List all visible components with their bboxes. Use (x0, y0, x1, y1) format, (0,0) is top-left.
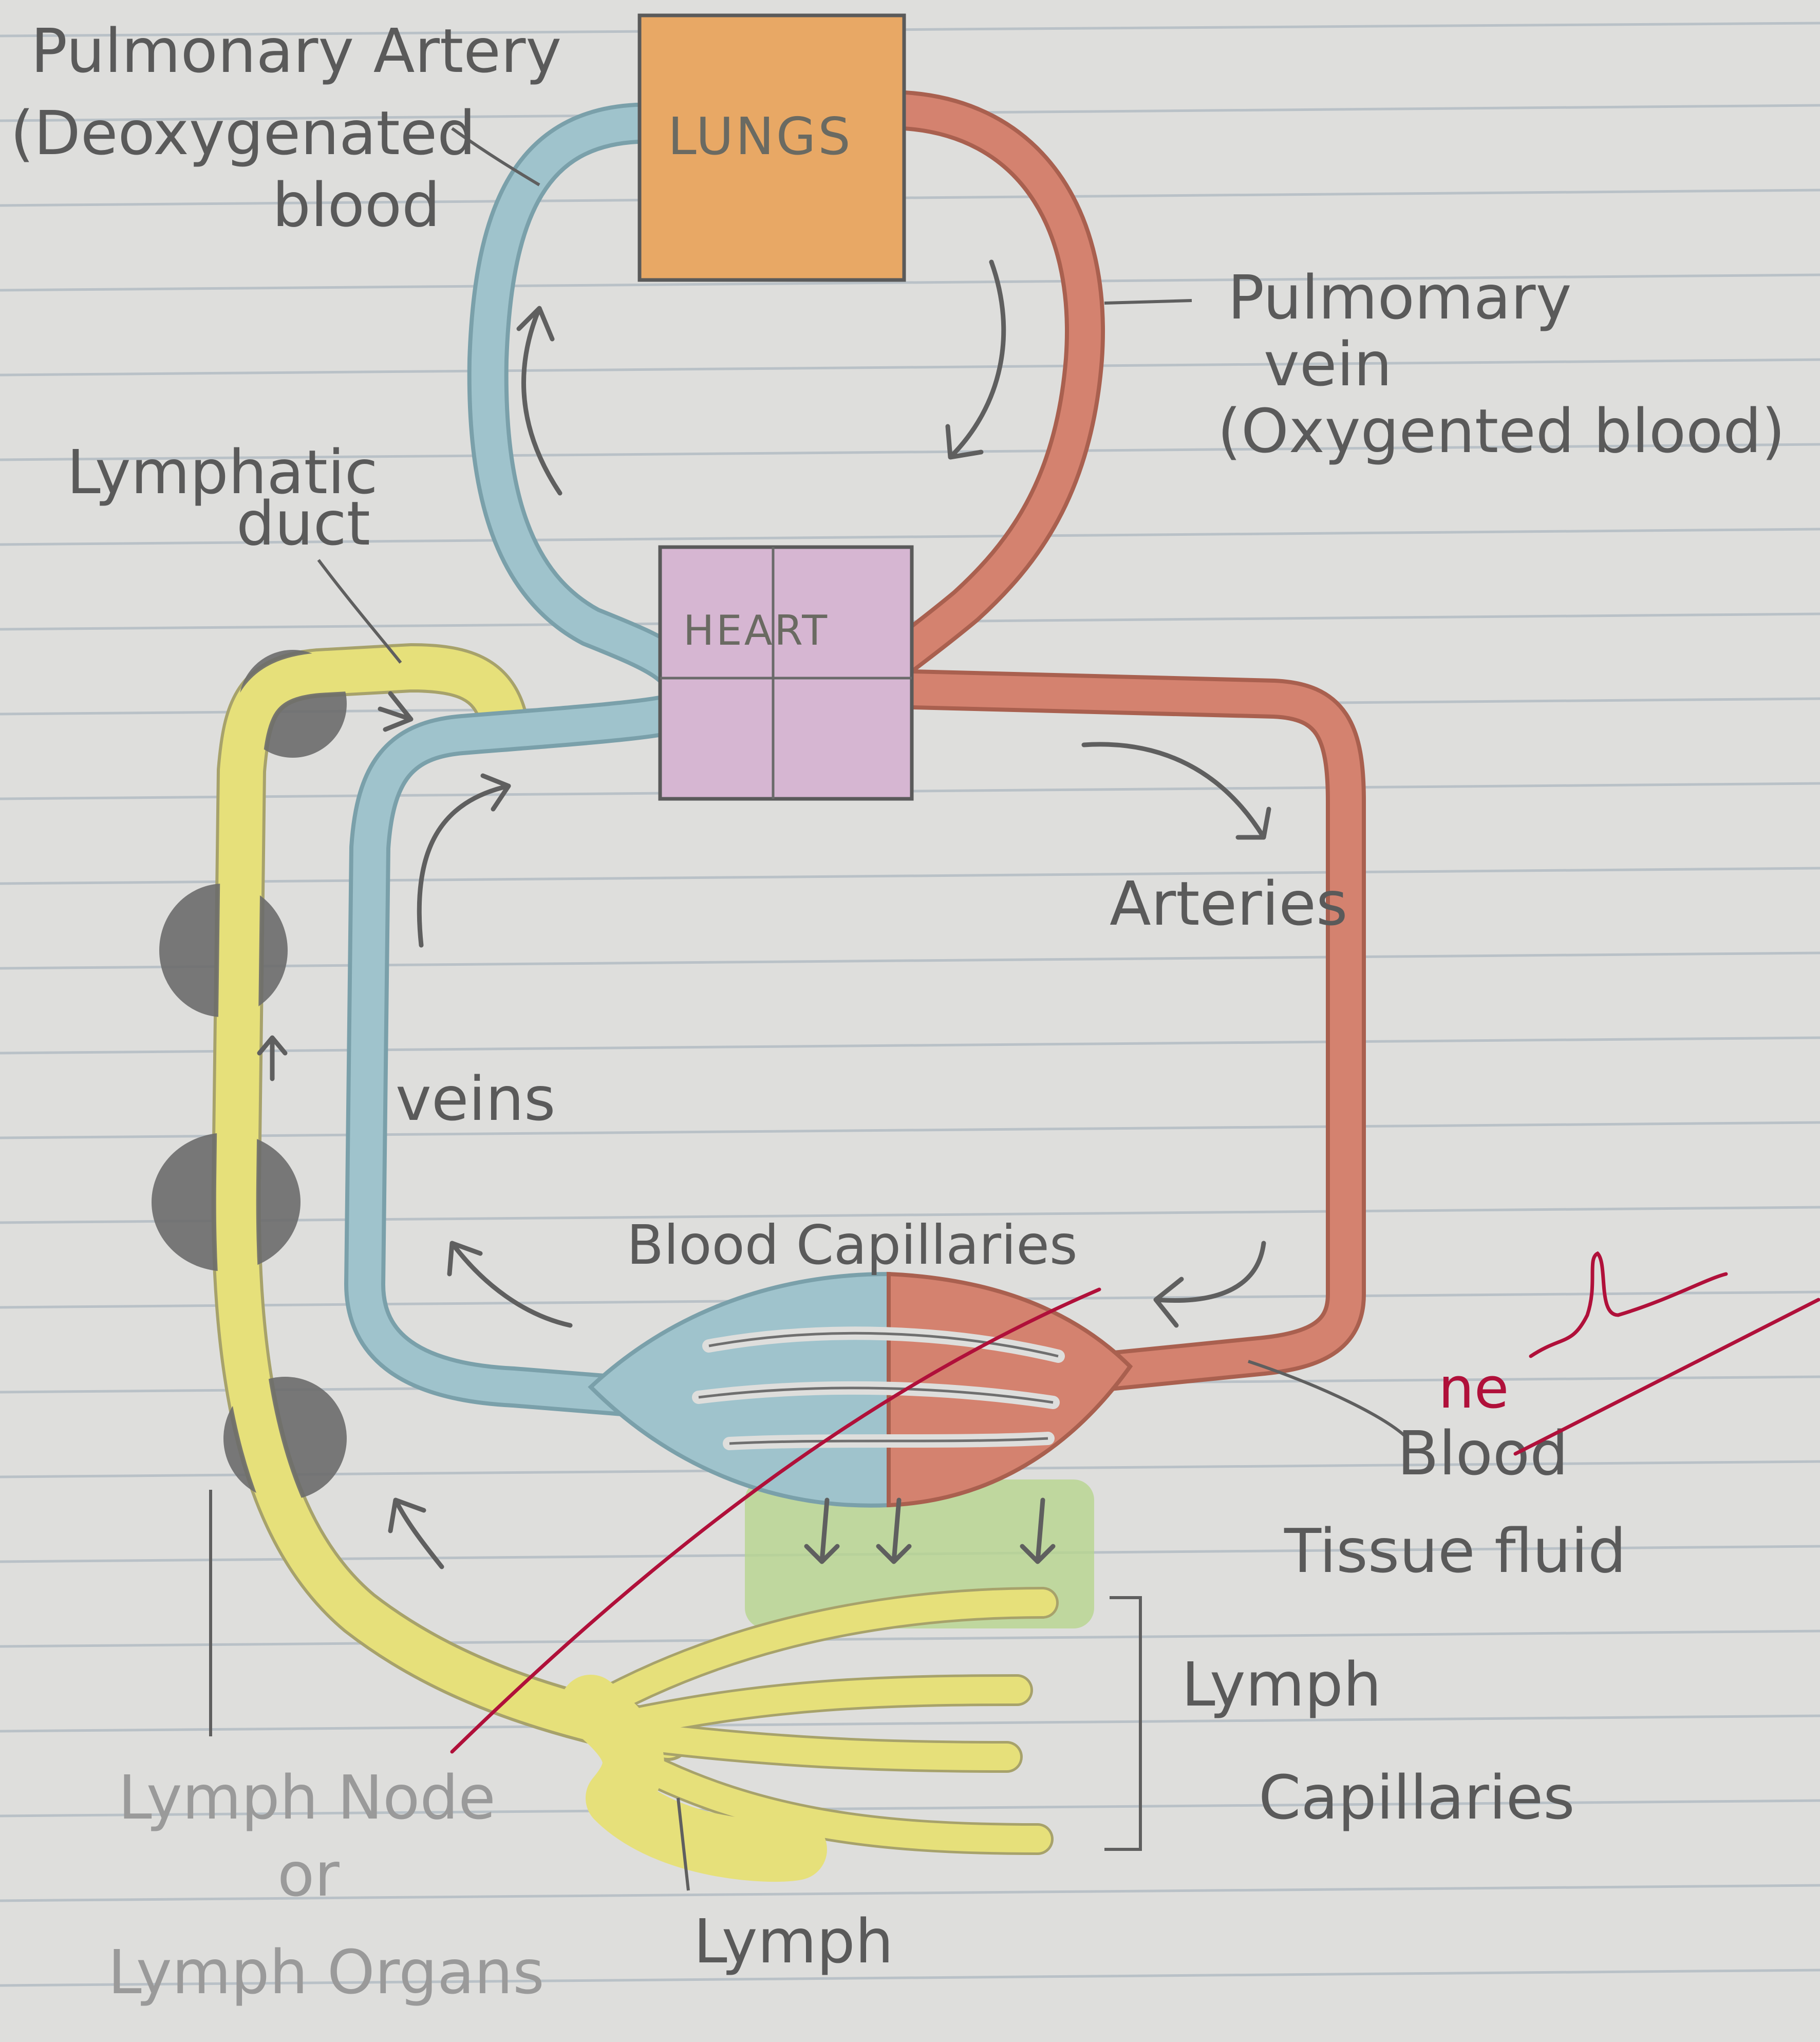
lungs-organ: LUNGS (640, 15, 904, 280)
red-correction-text: ne (1438, 1355, 1509, 1421)
lymph-node-label-line1: Lymph Node (118, 1762, 496, 1833)
arteries-label: Arteries (1110, 868, 1347, 939)
pulmonary-artery-label-line1: Pulmonary Artery (31, 15, 561, 86)
lymph-node-label-line2: or (277, 1839, 340, 1910)
lymph-capillaries-label-line2: Capillaries (1259, 1762, 1575, 1833)
pulmonary-artery-label-line3: blood (272, 170, 440, 240)
pulmonary-vein-label-line3: (Oxygented blood) (1217, 396, 1785, 466)
lungs-label: LUNGS (668, 106, 853, 166)
blood-capillaries-label: Blood Capillaries (627, 1214, 1078, 1277)
pulmonary-vein-label-line1: Pulmomary (1228, 262, 1571, 333)
lymphatic-duct-label-line2: duct (236, 488, 370, 559)
blood-label: Blood (1397, 1418, 1568, 1489)
pulmonary-artery-label-line2: (Deoxygenated (10, 98, 476, 168)
pulmonary-vein-label-line2: vein (1264, 329, 1392, 400)
lymph-capillaries-label-line1: Lymph (1181, 1649, 1381, 1720)
veins-label: veins (396, 1063, 555, 1134)
tissue-fluid-label: Tissue fluid (1284, 1515, 1626, 1586)
heart-organ: HEART (660, 547, 912, 799)
lymph-label: Lymph (693, 1906, 893, 1977)
lymph-node-label-line3: Lymph Organs (108, 1937, 545, 2008)
heart-label: HEART (683, 607, 829, 654)
